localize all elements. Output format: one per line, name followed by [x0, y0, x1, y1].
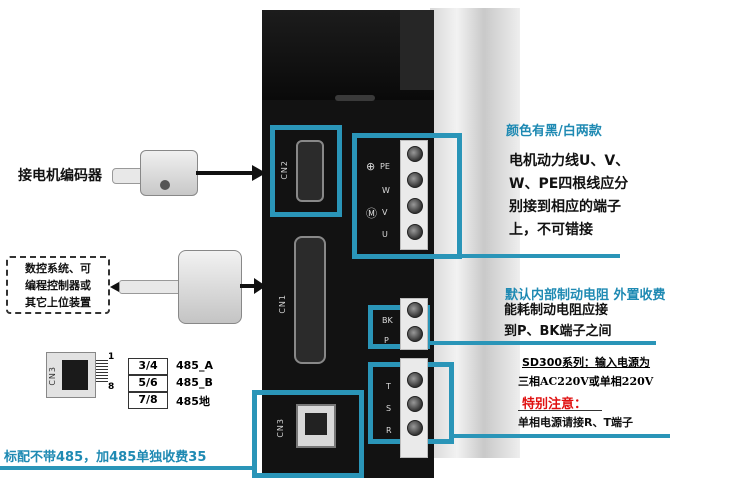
- controller-arrow-line: [240, 284, 256, 288]
- pinout-cell-pins-2: 5/6: [128, 375, 168, 392]
- pinout-connector-label: CN3: [48, 366, 57, 386]
- cn2-port: [296, 140, 324, 202]
- controller-cable: [119, 280, 183, 294]
- motor-screw-2: [407, 172, 423, 188]
- pin-number-bottom: 8: [108, 382, 115, 392]
- encoder-arrow-head-icon: [252, 165, 266, 181]
- brake-resistor-label: 默认内部制动电阻 外置收费: [505, 288, 666, 303]
- cn3-label: CN3: [276, 418, 285, 438]
- cn2-highlight: [270, 125, 342, 217]
- rs485-note-underline: [0, 466, 256, 470]
- motor-screw-3: [407, 198, 423, 214]
- color-options-label: 颜色有黑/白两款: [506, 124, 602, 139]
- brake-connect-note: 能耗制动电阻应接 到P、BK端子之间: [504, 303, 612, 339]
- terminal-label-v: V: [382, 208, 388, 217]
- pin-number-top: 1: [108, 352, 115, 362]
- power-screw-3: [407, 420, 423, 436]
- encoder-plug-screw: [160, 180, 170, 190]
- brake-underline: [430, 341, 656, 345]
- encoder-plug: [140, 150, 198, 196]
- terminal-label-t: T: [386, 382, 391, 391]
- single-phase-note: 单相电源请接R、T端子: [518, 416, 633, 429]
- terminal-label-p: P: [384, 336, 389, 345]
- terminal-label-pe: PE: [380, 162, 390, 171]
- cn1-port: [294, 236, 326, 364]
- cn1-label: CN1: [278, 294, 287, 314]
- brake-screw-2: [407, 326, 423, 342]
- power-input-label: 三相AC220V或单相220V: [518, 375, 654, 388]
- motor-symbol-icon: Ⓜ: [366, 207, 377, 220]
- power-screw-2: [407, 396, 423, 412]
- motor-screw-4: [407, 224, 423, 240]
- pinout-signal-1: 485_A: [176, 359, 213, 372]
- pin-lines: [96, 360, 108, 384]
- pinout-cell-pins-3: 7/8: [128, 392, 168, 409]
- encoder-label: 接电机编码器: [18, 168, 102, 184]
- pinout-signal-3: 485地: [176, 395, 210, 408]
- motor-terminal-highlight: [352, 133, 462, 259]
- controller-arrow-head-icon: [110, 282, 119, 292]
- pinout-cell-pins-1: 3/4: [128, 358, 168, 375]
- controller-label: 数控系统、可 编程控制器或 其它上位装置: [6, 256, 110, 314]
- special-note-underline: [518, 410, 602, 411]
- rj45-socket: [62, 360, 88, 390]
- power-model-label: SD300系列：输入电源为: [522, 356, 651, 369]
- motor-screw-1: [407, 146, 423, 162]
- cn3-highlight: [252, 390, 364, 478]
- controller-plug: [178, 250, 242, 324]
- rs485-note: 标配不带485，加485单独收费35: [4, 450, 207, 465]
- motor-power-note: 电机动力线U、V、 W、PE四根线应分 别接到相应的端子 上，不可错接: [509, 153, 630, 238]
- drive-heatsink: [430, 8, 520, 458]
- encoder-arrow-line: [196, 171, 254, 175]
- pe-symbol-icon: ⊕: [366, 160, 376, 173]
- controller-arrow-head-right-icon: [254, 278, 266, 294]
- pinout-signal-2: 485_B: [176, 376, 213, 389]
- terminal-label-r: R: [386, 426, 392, 435]
- brake-screw-1: [407, 302, 423, 318]
- drive-separator: [335, 95, 375, 101]
- drive-top-notch: [400, 10, 434, 90]
- power-underline: [452, 434, 670, 438]
- special-note-label: 特别注意：: [522, 397, 588, 412]
- motor-power-underline: [460, 254, 620, 258]
- terminal-label-s: S: [386, 404, 392, 413]
- power-screw-1: [407, 372, 423, 388]
- terminal-label-u: U: [382, 230, 388, 239]
- cn3-socket: [305, 413, 327, 435]
- terminal-label-bk: BK: [382, 316, 393, 325]
- terminal-label-w: W: [382, 186, 390, 195]
- cn2-label: CN2: [280, 160, 289, 180]
